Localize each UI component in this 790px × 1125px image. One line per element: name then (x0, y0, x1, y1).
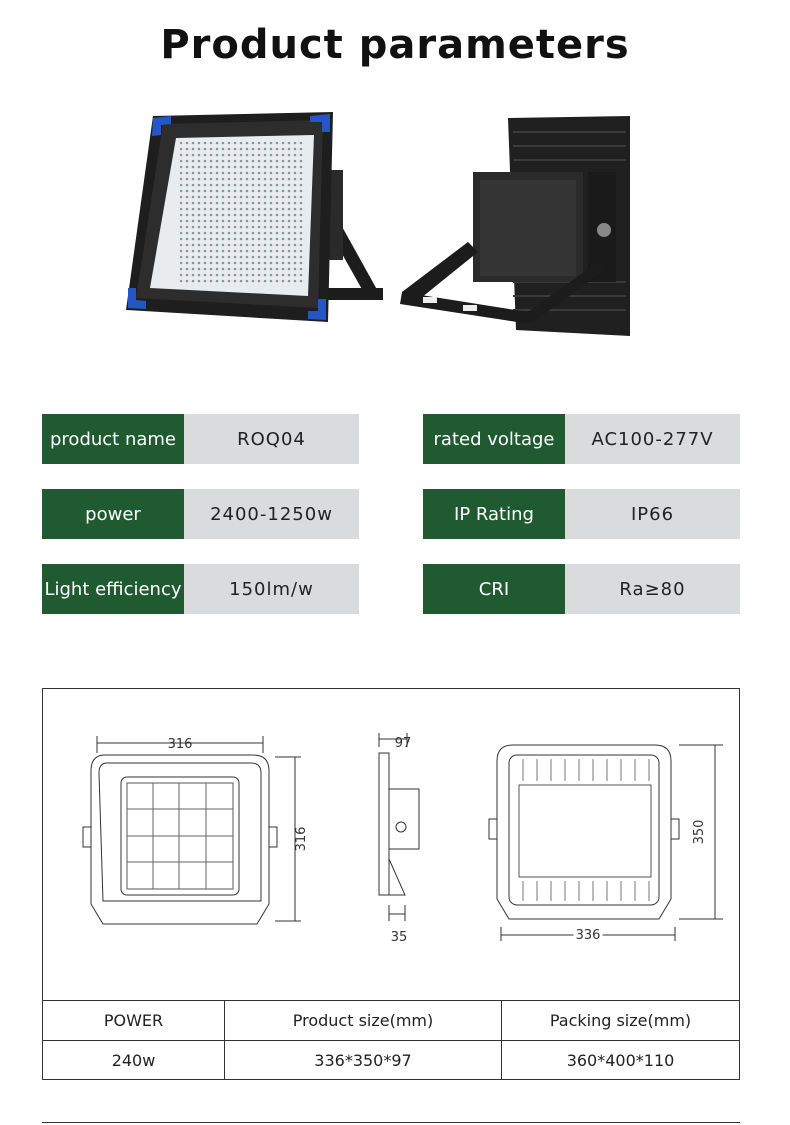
param-value: IP66 (565, 489, 740, 539)
size-table: POWER Product size(mm) Packing size(mm) … (43, 1000, 739, 1080)
table-row: 240w 336*350*97 360*400*110 (43, 1040, 739, 1080)
dim-back-width: 336 (576, 928, 601, 943)
param-label: rated voltage (423, 414, 565, 464)
param-light-efficiency: Light efficiency 150lm/w (42, 564, 359, 614)
table-header-cell: POWER (43, 1000, 225, 1041)
param-value: AC100-277V (565, 414, 740, 464)
spec-panel: 316 316 97 35 350 336 POWER Product size… (42, 688, 740, 1080)
page-title: Product parameters (160, 22, 630, 68)
param-product-name: product name ROQ04 (42, 414, 359, 464)
product-front-image (126, 112, 383, 322)
param-label: product name (42, 414, 184, 464)
param-value: 2400-1250w (184, 489, 359, 539)
table-header-cell: Packing size(mm) (501, 1000, 739, 1041)
table-header-cell: Product size(mm) (224, 1000, 502, 1041)
table-cell: 336*350*97 (224, 1040, 502, 1080)
param-value: 150lm/w (184, 564, 359, 614)
param-rated-voltage: rated voltage AC100-277V (423, 414, 740, 464)
dimension-drawings: 316 316 97 35 350 336 (82, 733, 723, 946)
param-label: Light efficiency (42, 564, 184, 614)
dim-back-height: 350 (692, 820, 707, 845)
param-value: ROQ04 (184, 414, 359, 464)
dim-front-height: 316 (294, 827, 309, 852)
param-power: power 2400-1250w (42, 489, 359, 539)
table-cell: 240w (43, 1040, 225, 1080)
dim-side-depth: 97 (395, 736, 412, 751)
param-label: IP Rating (423, 489, 565, 539)
dim-front-width: 316 (168, 737, 193, 752)
param-label: CRI (423, 564, 565, 614)
param-label: power (42, 489, 184, 539)
param-ip-rating: IP Rating IP66 (423, 489, 740, 539)
bottom-divider (42, 1122, 740, 1123)
param-cri: CRI Ra≥80 (423, 564, 740, 614)
dim-side-bracket: 35 (391, 930, 408, 945)
table-header-row: POWER Product size(mm) Packing size(mm) (43, 1000, 739, 1041)
param-value: Ra≥80 (565, 564, 740, 614)
table-cell: 360*400*110 (501, 1040, 739, 1080)
product-back-image (400, 116, 630, 336)
